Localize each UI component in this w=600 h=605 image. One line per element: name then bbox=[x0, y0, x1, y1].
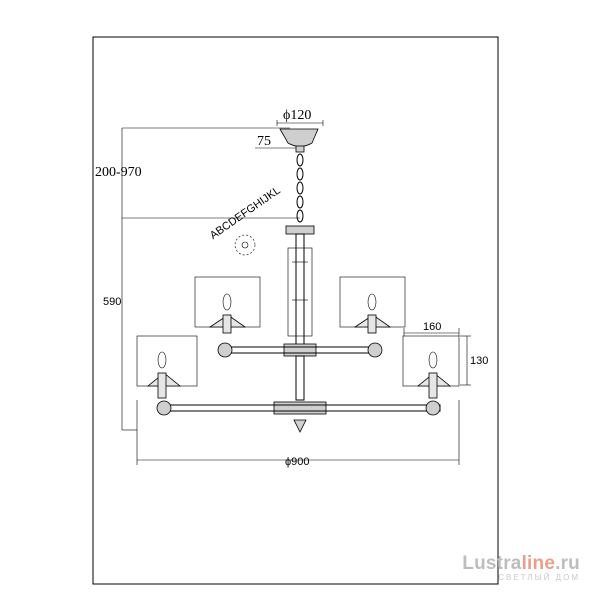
watermark-brand-left: Lustra bbox=[462, 553, 522, 574]
chain-range-label: 200-970 bbox=[95, 165, 142, 180]
upper-right-lamp bbox=[339, 276, 406, 358]
lower-left-lamp bbox=[136, 335, 198, 416]
dimension-lines bbox=[121, 120, 471, 465]
canopy bbox=[279, 128, 319, 153]
canopy-height-label: 75 bbox=[257, 134, 271, 149]
canopy-diameter-label: ϕ120 bbox=[283, 108, 311, 123]
chain bbox=[296, 153, 304, 223]
watermark-logo: Lustraline.ru СВЕТЛЫЙ ДОМ bbox=[462, 553, 580, 582]
watermark-brand: Lustraline.ru bbox=[462, 553, 580, 575]
watermark-tagline: СВЕТЛЫЙ ДОМ bbox=[498, 573, 580, 582]
lower-right-lamp bbox=[402, 335, 460, 416]
central-column bbox=[273, 225, 327, 433]
stamp-letters: ABCDEFGHIJKL bbox=[208, 184, 283, 242]
watermark-brand-mid: line bbox=[521, 553, 556, 574]
total-height-label: 590 bbox=[103, 296, 121, 308]
manufacturer-stamp: ABCDEFGHIJKL bbox=[208, 184, 283, 256]
shade-width-label: 160 bbox=[423, 321, 441, 333]
shade-height-label: 130 bbox=[470, 355, 488, 367]
watermark-brand-right: .ru bbox=[555, 553, 580, 574]
overall-diameter-label: ϕ900 bbox=[285, 456, 310, 468]
drawing-frame bbox=[92, 36, 499, 585]
upper-left-lamp bbox=[194, 276, 261, 358]
